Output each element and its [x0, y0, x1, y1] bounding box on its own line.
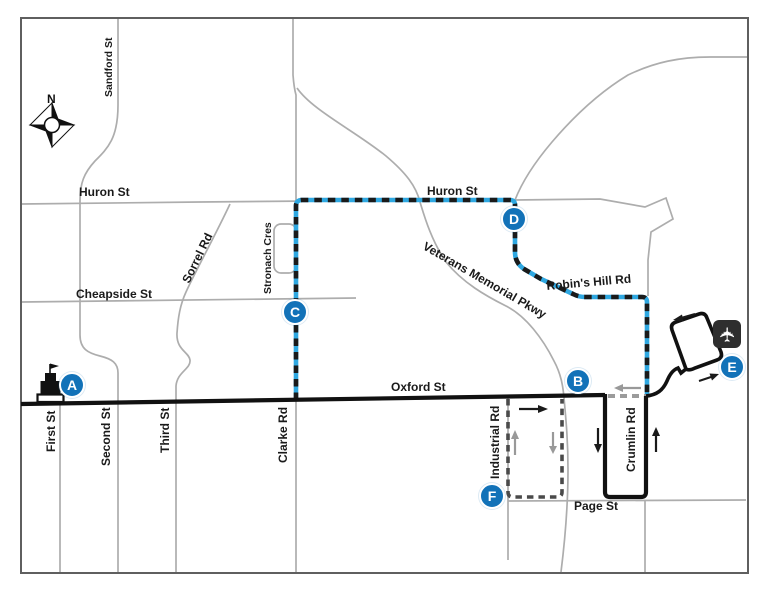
arrow-east-oxford — [519, 405, 548, 413]
compass-icon — [28, 101, 76, 149]
street-label-oxford-st: Oxford St — [391, 380, 446, 394]
street-label-page-st: Page St — [574, 499, 619, 513]
street-label-first-st: First St — [44, 410, 58, 452]
road-cheapside-st — [21, 297, 357, 303]
street-label-huron-st-west: Huron St — [79, 185, 130, 199]
arrow-south-detour — [549, 432, 557, 454]
compass-north-label: N — [47, 92, 56, 106]
station-icon — [36, 363, 65, 404]
stop-marker-d: D — [501, 206, 527, 232]
stop-marker-e: E — [719, 354, 745, 380]
road-veterans-memorial-pkwy-south — [296, 87, 569, 573]
road-huron-crumlin — [514, 196, 675, 296]
route-page-loop — [602, 394, 649, 500]
road-stronach-cres-loop — [273, 223, 297, 274]
road-veterans-memorial-pkwy-north — [514, 56, 747, 201]
route-blue-dashed — [293, 197, 650, 400]
route-black-solid — [20, 311, 724, 500]
street-label-sandford-st: Sandford St — [103, 37, 115, 98]
street-label-huron-st-east: Huron St — [427, 184, 478, 198]
road-sorrel-third-st — [175, 203, 231, 572]
route-airport-approach — [645, 365, 688, 398]
arrow-north-industrial — [511, 430, 519, 455]
arrow-east-to-e — [698, 373, 719, 382]
street-label-stronach-cres: Stronach Cres — [262, 222, 274, 294]
street-label-cheapside-st: Cheapside St — [76, 287, 153, 301]
street-label-clarke-rd: Clarke Rd — [276, 406, 290, 463]
airport-icon: ✈ — [713, 320, 741, 348]
road-sandford-second-st — [79, 19, 119, 572]
street-label-crumlin-rd: Crumlin Rd — [624, 407, 638, 472]
direction-arrows — [511, 313, 719, 455]
route-dashed-dark-loop — [506, 399, 564, 499]
arrow-north-crumlin — [652, 427, 660, 452]
arrow-west-oxford — [614, 384, 641, 392]
street-label-third-st: Third St — [158, 407, 172, 453]
stop-marker-b: B — [565, 368, 591, 394]
street-label-second-st: Second St — [99, 407, 113, 466]
arrow-west-airport — [673, 313, 696, 322]
arrow-south-page-loop — [594, 428, 602, 453]
route-airport-loop — [669, 311, 724, 372]
street-label-industrial-rd: Industrial Rd — [488, 405, 502, 479]
road-clarke-rd — [292, 19, 297, 572]
stop-marker-a: A — [59, 372, 85, 398]
map-border — [20, 17, 749, 574]
svg-text:✈: ✈ — [716, 326, 740, 343]
stop-marker-f: F — [479, 483, 505, 509]
stop-marker-c: C — [282, 299, 308, 325]
route-oxford-st — [20, 392, 606, 407]
road-page-st — [507, 499, 747, 502]
